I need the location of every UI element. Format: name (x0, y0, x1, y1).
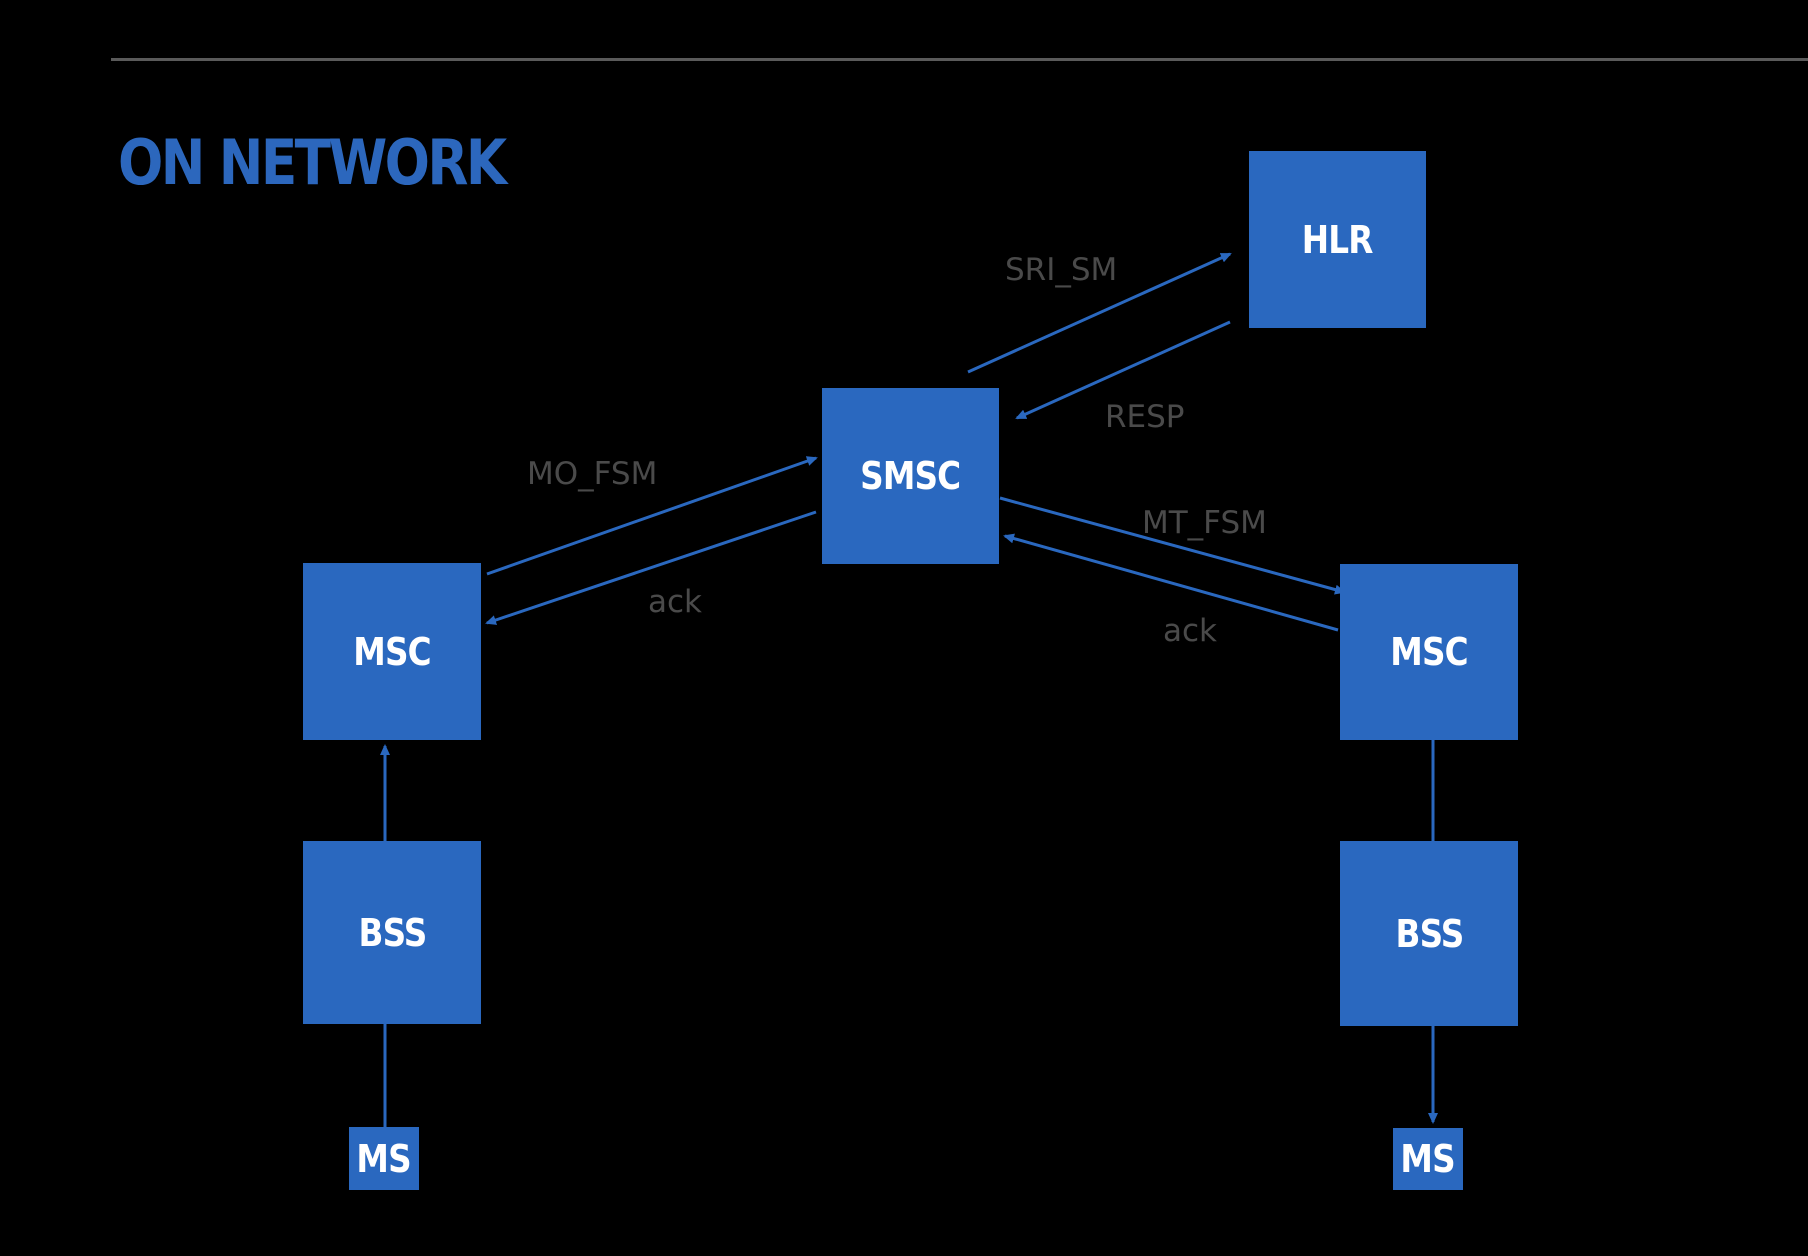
ms-right-label: MS (1400, 1137, 1456, 1181)
ms-left-node: MS (349, 1127, 419, 1190)
hlr-label: HLR (1302, 217, 1374, 262)
msc-left-label: MSC (353, 629, 431, 674)
edge-resp (1015, 320, 1231, 420)
edge-ack-left (485, 510, 817, 625)
msc-right-node: MSC (1340, 564, 1518, 740)
edge-sri-sm (967, 252, 1232, 374)
smsc-label: SMSC (860, 454, 961, 498)
header-rule (111, 58, 1808, 61)
ms-right-node: MS (1393, 1128, 1463, 1190)
label-resp: RESP (1105, 399, 1185, 435)
slide-title: ON NETWORK (118, 126, 507, 199)
ms-left-label: MS (356, 1136, 412, 1181)
label-ack-right: ack (1163, 613, 1217, 649)
hlr-node: HLR (1249, 151, 1426, 328)
edge-ack-right (1003, 533, 1339, 632)
msc-left-node: MSC (303, 563, 481, 740)
edge-mt-fsm (999, 496, 1346, 595)
bss-left-label: BSS (358, 910, 427, 955)
smsc-node: SMSC (822, 388, 999, 564)
bss-right-node: BSS (1340, 841, 1518, 1026)
label-sri-sm: SRI_SM (1005, 252, 1118, 288)
edge-mo-fsm (486, 456, 818, 576)
label-ack-left: ack (648, 584, 702, 620)
label-mo-fsm: MO_FSM (527, 456, 658, 492)
bss-right-label: BSS (1395, 911, 1464, 956)
msc-right-label: MSC (1390, 630, 1468, 674)
bss-left-node: BSS (303, 841, 481, 1024)
label-mt-fsm: MT_FSM (1142, 505, 1267, 541)
